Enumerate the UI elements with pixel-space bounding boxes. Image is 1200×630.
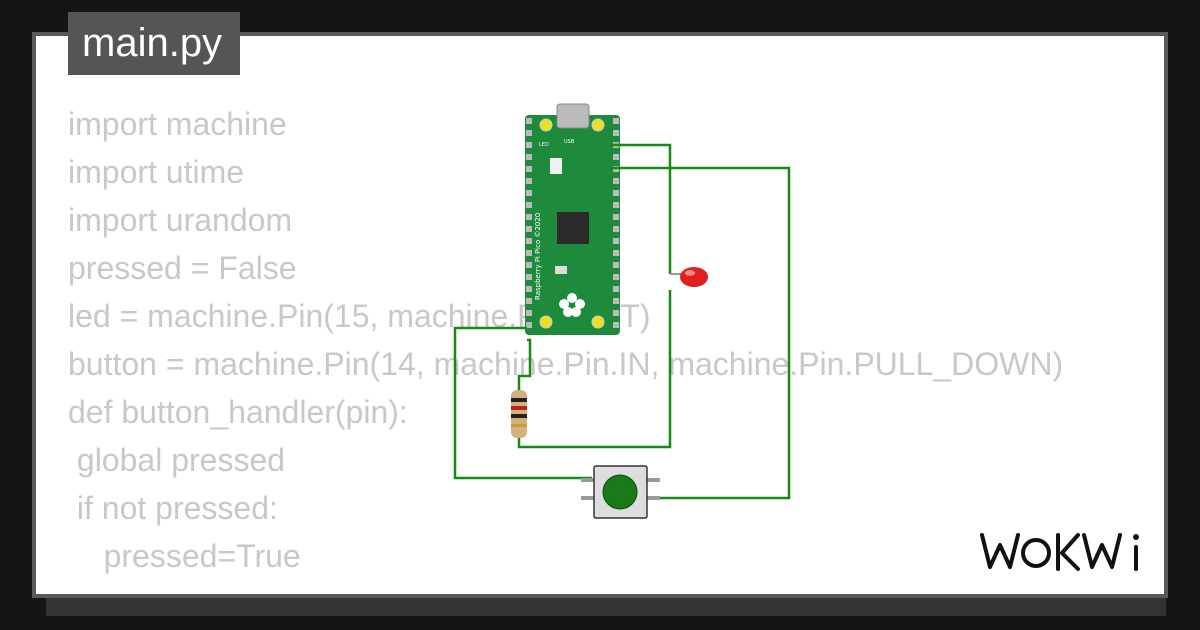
resistor-band — [511, 398, 527, 402]
file-tab[interactable]: main.py — [68, 12, 240, 75]
button-pin — [647, 496, 660, 500]
code-line-2: import utime — [68, 154, 245, 190]
onboard-led — [555, 266, 567, 274]
file-tab-title: main.py — [82, 21, 223, 65]
wire-button-gpio[interactable] — [453, 326, 592, 480]
code-line-6: button = machine.Pin(14, machine.Pin.IN,… — [68, 346, 1064, 382]
wire-resistor-top[interactable] — [517, 338, 532, 390]
wokwi-logo — [980, 533, 1139, 571]
wires — [453, 143, 791, 500]
code-line-3: import urandom — [68, 202, 293, 238]
wire-led-anode[interactable] — [610, 143, 672, 274]
rp2040-chip — [557, 212, 589, 244]
button-pin — [647, 478, 660, 482]
resistor-band — [511, 406, 527, 410]
pushbutton[interactable] — [581, 465, 660, 519]
wire-button-3v3[interactable] — [610, 166, 791, 500]
button-cap[interactable] — [602, 474, 638, 510]
resistor-band — [511, 414, 527, 418]
card-shadow — [46, 598, 1166, 616]
resistor[interactable] — [511, 390, 527, 438]
mount-hole — [591, 118, 605, 132]
code-line-8: global pressed — [68, 442, 286, 478]
code-line-10: pressed=True — [68, 538, 301, 574]
led-label: LED — [539, 142, 549, 148]
led-highlight — [685, 270, 695, 276]
button-pin — [581, 496, 594, 500]
button-pin — [581, 478, 594, 482]
code-line-1: import machine — [68, 106, 287, 142]
wire-resistor-led[interactable] — [517, 290, 672, 449]
code-line-4: pressed = False — [68, 250, 297, 286]
pin-header-left — [526, 118, 532, 328]
usb-label: USB — [564, 139, 575, 145]
board-silkscreen: Raspberry Pi Pico ©2020 — [534, 213, 542, 300]
mount-hole — [539, 118, 553, 132]
led-body — [680, 267, 708, 287]
red-led[interactable] — [670, 267, 708, 287]
code-line-9: if not pressed: — [68, 490, 278, 526]
raspberry-logo-icon — [559, 293, 585, 317]
pico-board[interactable]: Raspberry Pi Pico ©2020 USB LED — [525, 103, 620, 335]
bootsel-button — [550, 158, 562, 174]
mount-hole — [539, 315, 553, 329]
mount-hole — [591, 315, 605, 329]
usb-connector — [556, 103, 590, 129]
code-line-7: def button_handler(pin): — [68, 394, 408, 430]
resistor-band — [511, 424, 527, 427]
